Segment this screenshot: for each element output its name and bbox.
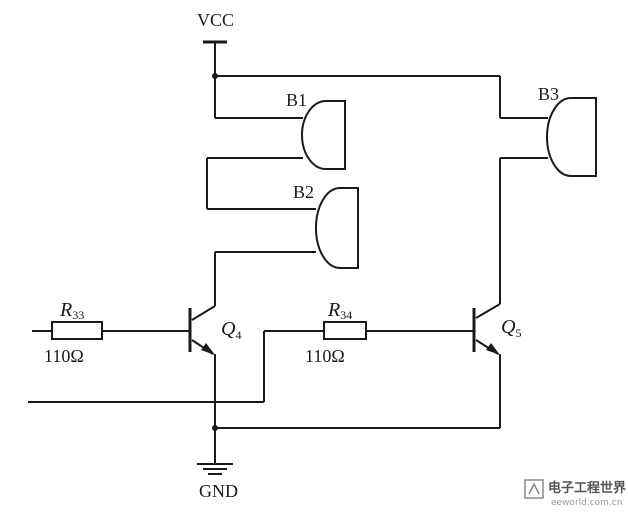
ground-bus <box>212 425 500 431</box>
q4-label: Q4 <box>221 318 241 342</box>
r33-label: R33 <box>59 299 84 322</box>
b2-label: B2 <box>293 182 314 202</box>
eeworld-logo-icon <box>524 479 544 499</box>
b1-label: B1 <box>286 90 307 110</box>
watermark: 电子工程世界 eeworld.com.cn <box>524 479 626 508</box>
input-wire-lower <box>28 330 324 403</box>
watermark-site: eeworld.com.cn <box>551 498 622 508</box>
r34-value: 110Ω <box>305 346 345 366</box>
q5-label: Q5 <box>501 316 521 340</box>
buzzer-b3: B3 <box>500 84 597 177</box>
b1-b2-link <box>206 157 316 210</box>
watermark-brand: 电子工程世界 <box>548 480 626 496</box>
resistor-r34: R34 110Ω <box>305 299 474 366</box>
b3-label: B3 <box>538 84 559 104</box>
r34-label: R34 <box>327 299 352 322</box>
buzzer-b1: B1 <box>214 76 346 170</box>
gnd-label: GND <box>199 481 238 501</box>
vcc-symbol: VCC <box>197 10 234 79</box>
gnd-symbol: GND <box>197 428 238 501</box>
vcc-label: VCC <box>197 10 234 30</box>
r33-value: 110Ω <box>44 346 84 366</box>
vcc-rail <box>215 75 548 119</box>
buzzer-b2: B2 <box>215 182 359 269</box>
transistor-q5: Q5 <box>472 158 521 428</box>
resistor-r33: R33 110Ω <box>32 299 190 366</box>
